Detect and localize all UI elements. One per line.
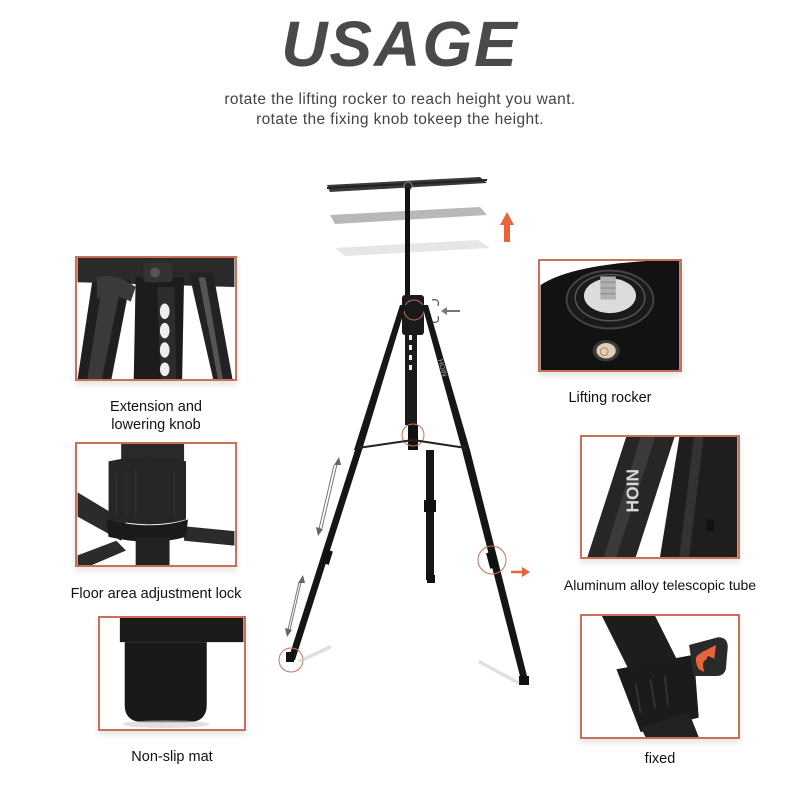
svg-text:HOIN: HOIN <box>436 359 447 378</box>
leg-lock-clip-closeup-image <box>582 616 738 737</box>
panel-extension-knob <box>75 256 237 381</box>
panel-floor-lock <box>75 442 237 567</box>
instruction-line-2: rotate the fixing knob tokeep the height… <box>256 111 544 128</box>
panel-telescopic-tube: HOIN <box>580 435 740 559</box>
caption-extension-knob: Extension and lowering knob <box>110 399 202 433</box>
caption-floor-lock: Floor area adjustment lock <box>70 586 242 602</box>
caption-non-slip-mat: Non-slip mat <box>131 749 213 765</box>
up-arrow-icon <box>500 212 514 242</box>
leg-tube-closeup-image: HOIN <box>582 437 738 557</box>
panel-lifting-rocker <box>538 259 682 372</box>
instruction-line-1: rotate the lifting rocker to reach heigh… <box>224 91 576 108</box>
rubber-foot-closeup-image <box>100 618 244 729</box>
panel-non-slip-mat <box>98 616 246 731</box>
caption-fixed: fixed <box>644 751 676 767</box>
mounting-screw-closeup-image <box>540 261 680 370</box>
right-arrow-icon <box>511 567 530 577</box>
panel-fixed-clip <box>580 614 740 739</box>
usage-instructions: rotate the lifting rocker to reach heigh… <box>0 90 800 130</box>
center-column-lock-closeup-image <box>77 444 235 565</box>
caption-telescopic-tube: Aluminum alloy telescopic tube <box>563 577 757 593</box>
page-title: USAGE <box>281 8 519 80</box>
tripod-with-tray-image: HOIN <box>278 177 530 685</box>
brand-logo-text: HOIN <box>623 469 643 513</box>
tripod-head-closeup-image <box>77 258 235 379</box>
caption-lifting-rocker: Lifting rocker <box>568 390 652 406</box>
tripod-illustration: HOIN <box>250 170 570 700</box>
left-arrow-icon <box>441 307 460 315</box>
